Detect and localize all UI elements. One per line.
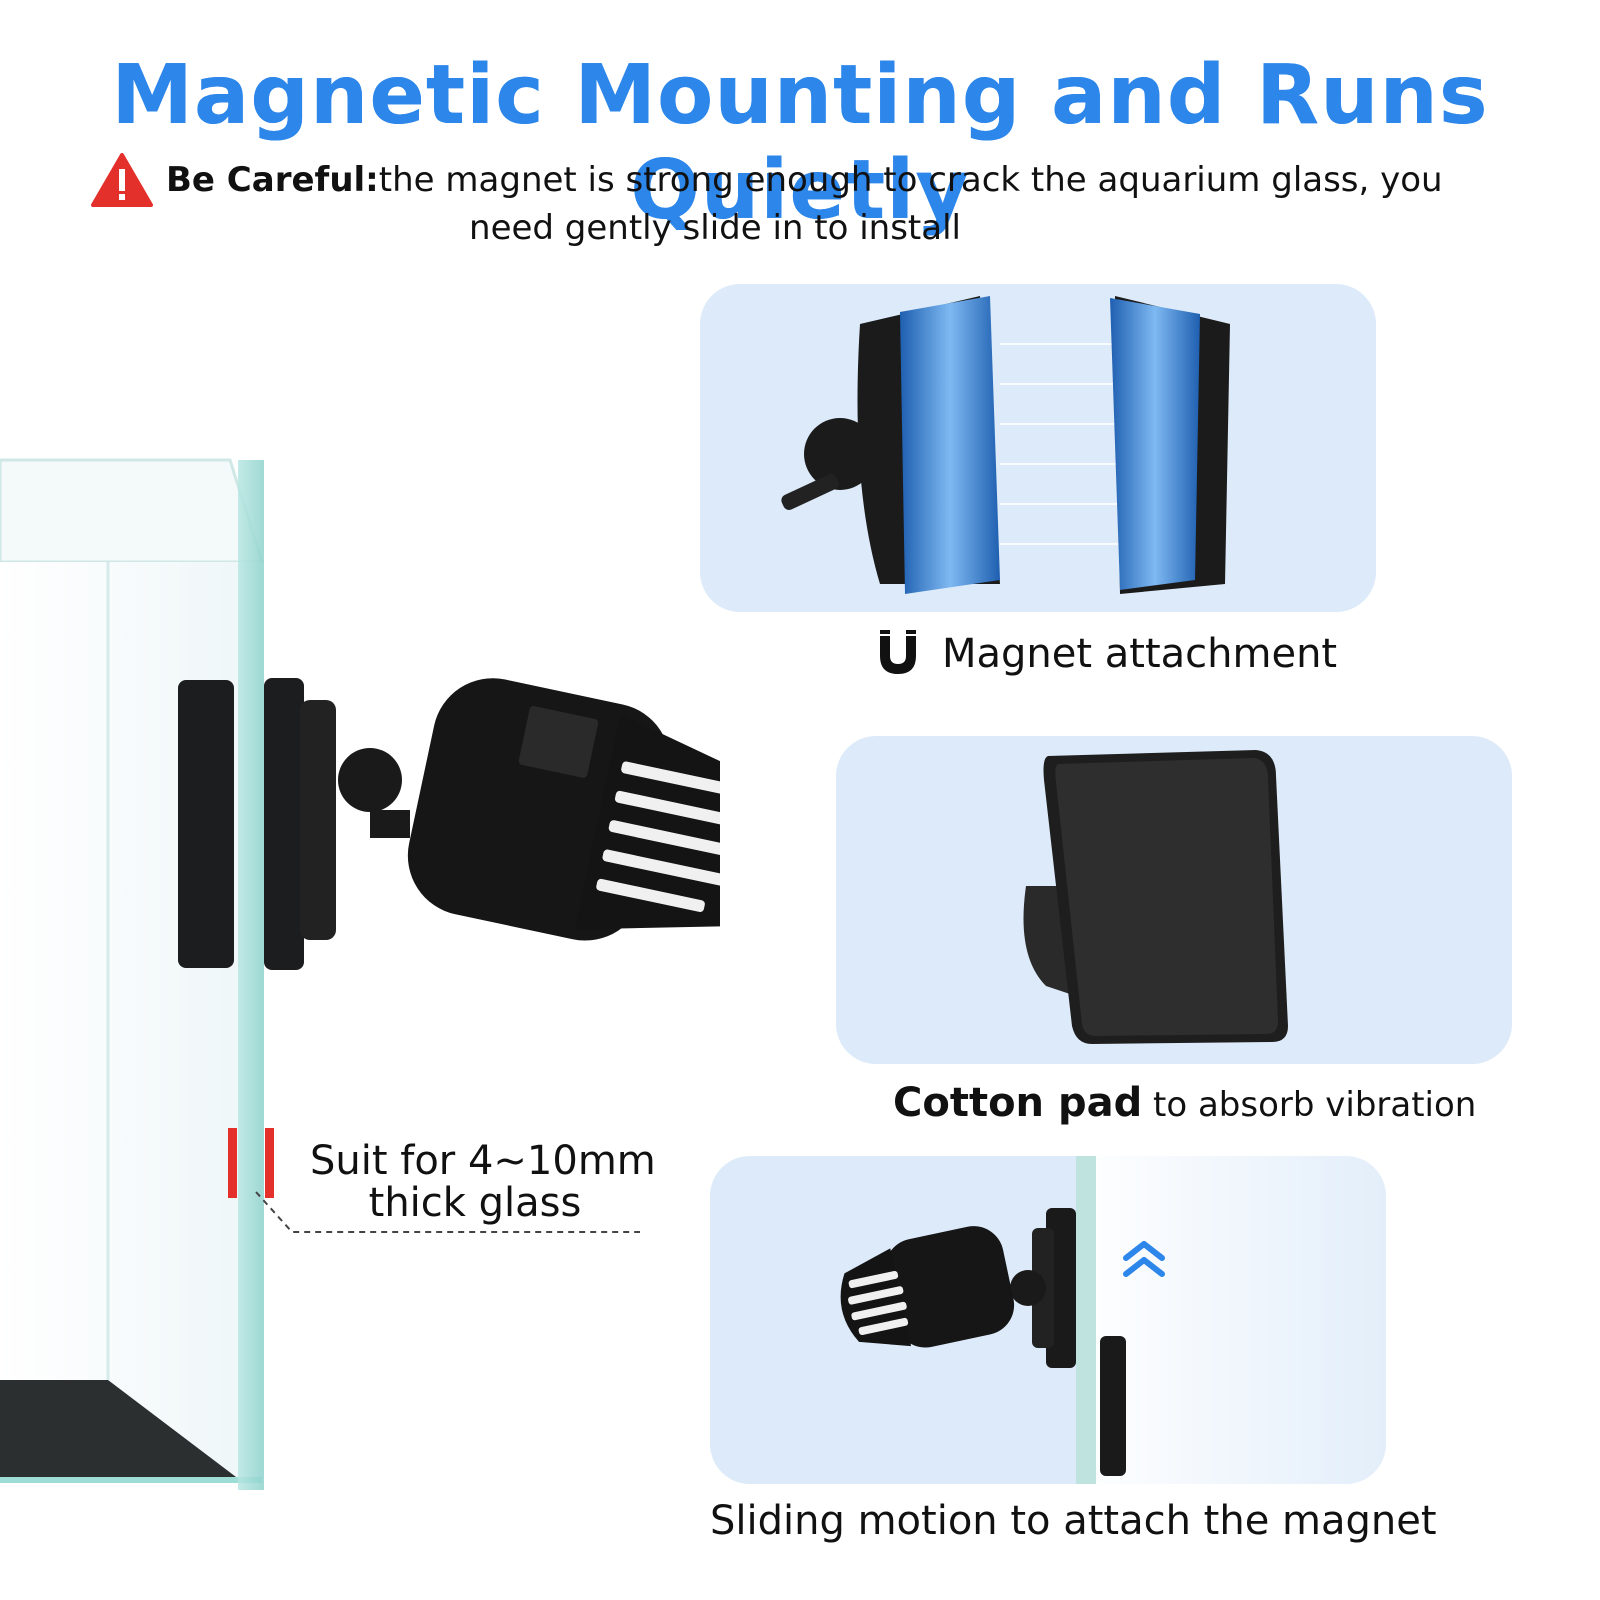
cotton-pad-caption-rest: to absorb vibration (1142, 1085, 1477, 1125)
warning-notice: Be Careful: the magnet is strong enough … (90, 152, 1490, 248)
magnet-caption-text: Magnet attachment (942, 631, 1338, 677)
magnet-icon (880, 630, 916, 674)
cotton-pad-caption-bold: Cotton pad (893, 1080, 1143, 1126)
aquarium-illustration (0, 458, 720, 1490)
glass-note-line2: thick glass (368, 1180, 582, 1226)
sliding-motion-panel (710, 1156, 1386, 1484)
cotton-pad-illustration (1023, 750, 1288, 1044)
glass-note-line1: Suit for 4~10mm (310, 1138, 656, 1184)
magnet-attachment-panel (700, 284, 1376, 612)
glass-thickness-note: Suit for 4~10mm thick glass (310, 1138, 656, 1226)
warning-text-2: need gently slide in to install (469, 208, 961, 248)
sliding-caption: Sliding motion to attach the magnet (710, 1498, 1437, 1544)
warning-text: the magnet is strong enough to crack the… (378, 160, 1443, 200)
magnet-caption: Magnet attachment (872, 628, 1337, 680)
magnet-halves-illustration (781, 296, 1230, 594)
cotton-pad-panel (836, 736, 1512, 1064)
warning-triangle-icon (91, 153, 153, 207)
page-title: Magnetic Mounting and Runs Quietly (0, 48, 1600, 238)
warning-label: Be Careful: (166, 160, 379, 200)
cotton-pad-caption: Cotton pad to absorb vibration (893, 1080, 1476, 1126)
sliding-illustration (840, 1156, 1386, 1484)
